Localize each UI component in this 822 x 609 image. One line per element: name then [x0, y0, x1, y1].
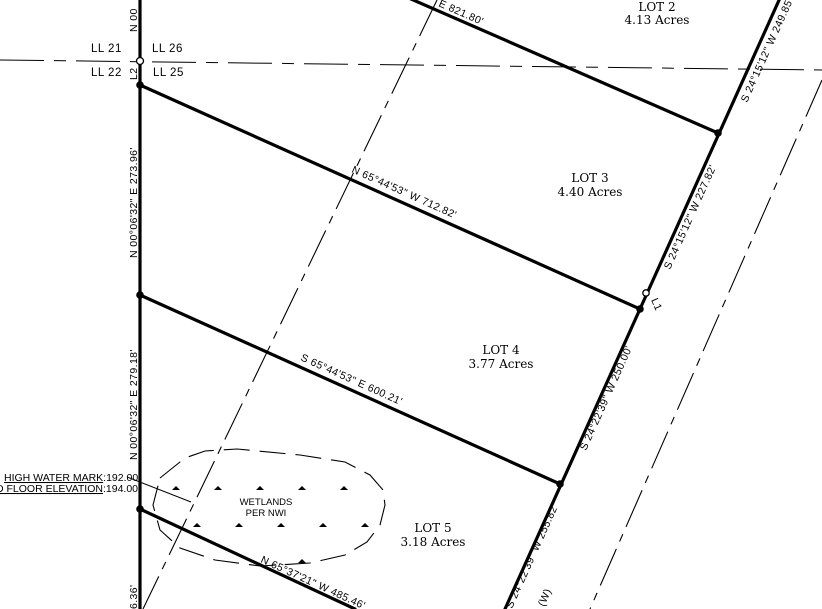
wetlands-label-line2: PER NWI — [246, 508, 287, 519]
lot5-area: 3.18 Acres — [401, 535, 466, 549]
west-bearing-lot4: N 00°06'32" E 279.18' — [128, 349, 140, 460]
lot4-south-line — [138, 293, 562, 486]
west-bearing-bottom: 6.36' — [128, 585, 140, 609]
lot2-east-bearing: S 24°15'12" W 249.85 — [739, 0, 795, 104]
lot4-area: 3.77 Acres — [469, 357, 534, 371]
corner-pin-icon — [556, 480, 564, 488]
wetlands-boundary — [152, 448, 386, 567]
lot2-name: LOT 2 — [638, 0, 675, 14]
floor-elevation-note: D FLOOR ELEVATION:194.00 — [0, 483, 138, 495]
corner-pin-icon — [136, 505, 144, 513]
high-water-mark-note: HIGH WATER MARK:192.00 — [4, 472, 138, 484]
land-lot-line — [0, 59, 822, 71]
lot5-north-bearing: N 65°37'21" W 485.46' — [259, 554, 367, 609]
lot3-south-line — [138, 83, 642, 311]
line-label-l1: L1 — [648, 296, 664, 312]
open-monument-icon — [135, 56, 145, 66]
wetlands-label-line1: WETLANDS — [240, 497, 293, 508]
corner-pin-icon — [636, 305, 644, 313]
land-lot-26-label: LL 26 — [152, 43, 183, 55]
lot5-south-line — [138, 507, 357, 609]
east-frontage-line-lower — [503, 307, 642, 609]
lot3-north-bearing: N 65°44'53" W 712.82' — [350, 164, 459, 222]
lot5-name: LOT 5 — [414, 521, 451, 535]
lot3-area: 4.40 Acres — [558, 185, 623, 199]
lot4-north-bearing: S 65°44'53" E 600.21' — [299, 352, 404, 408]
lot4-east-bearing: S 24°22'39" W 250.00' — [578, 344, 635, 452]
line-label-l2: L2 — [128, 68, 140, 80]
east-frontage-line-upper — [638, 0, 781, 311]
lot3-east-bearing: S 24°15'12" W 227.82' — [662, 163, 719, 271]
high-water-leader-line — [126, 476, 192, 503]
lot2-south-line — [409, 0, 720, 135]
wetland-marsh-symbols — [172, 486, 369, 563]
open-monument-icon — [642, 289, 650, 297]
lot3-name: LOT 3 — [571, 171, 608, 185]
corner-pin-icon — [714, 129, 722, 137]
lot4-name: LOT 4 — [482, 343, 520, 357]
road-right-of-way-line — [589, 79, 822, 609]
lot2-area: 4.13 Acres — [625, 13, 690, 27]
west-bearing-lot3: N 00°06'32" E 273.96' — [128, 147, 140, 258]
land-lot-25-label: LL 25 — [153, 67, 184, 79]
land-lot-22-label: LL 22 — [91, 67, 122, 79]
land-lot-21-label: LL 21 — [91, 43, 122, 55]
road-label: (W) — [536, 587, 554, 608]
corner-pin-icon — [136, 291, 144, 299]
west-bearing-top: N 00 — [128, 8, 140, 32]
corner-pin-icon — [136, 81, 144, 89]
easement-line-left — [142, 0, 438, 609]
